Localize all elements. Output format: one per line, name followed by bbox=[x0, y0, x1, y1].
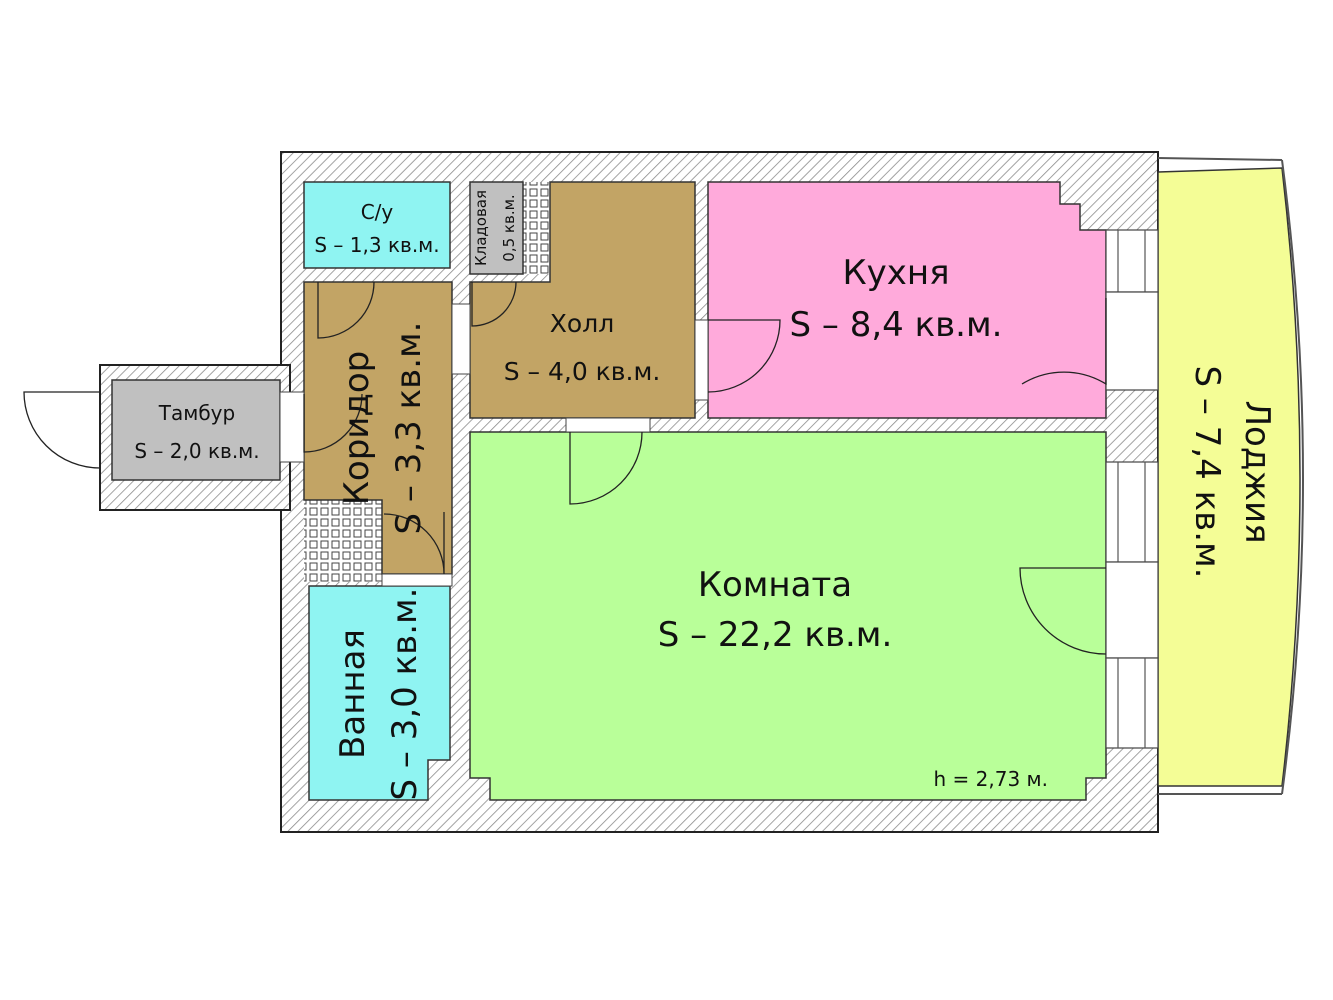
loggia-area-label: S – 7,4 кв.м. bbox=[1187, 366, 1227, 579]
loggia-area bbox=[1157, 167, 1301, 787]
kitchen-area bbox=[707, 181, 1107, 419]
kitchen-name: Кухня bbox=[842, 253, 949, 293]
storage-name: Кладовая bbox=[472, 190, 490, 266]
storage-tiles bbox=[523, 182, 550, 274]
bath-door bbox=[383, 512, 445, 575]
corridor-tiles bbox=[304, 500, 382, 582]
corridor-hall-opening bbox=[451, 303, 471, 375]
kitchen-loggia-door bbox=[1021, 298, 1107, 386]
room-window-top bbox=[1105, 461, 1159, 563]
toilet-name: С/у bbox=[361, 200, 394, 224]
corridor-area-label: S – 3,3 кв.м. bbox=[389, 322, 429, 535]
room-loggia-door bbox=[1019, 567, 1107, 655]
loggia-rail bbox=[1281, 159, 1304, 795]
toilet-area-label: S – 1,3 кв.м. bbox=[314, 233, 439, 257]
corridor-door-top bbox=[317, 281, 375, 339]
main-room-area-label: S – 22,2 кв.м. bbox=[658, 615, 893, 655]
kitchen-door bbox=[707, 319, 781, 393]
kitchen-area-label: S – 8,4 кв.м. bbox=[790, 305, 1003, 345]
vestibule-area-label: S – 2,0 кв.м. bbox=[134, 439, 259, 463]
corridor-door-mid bbox=[303, 393, 363, 453]
room-door bbox=[569, 431, 643, 505]
toilet-area bbox=[303, 181, 451, 269]
room-door-opening bbox=[1105, 561, 1159, 659]
hall-name: Холл bbox=[550, 309, 614, 338]
entrance-door bbox=[23, 391, 101, 469]
bath-opening bbox=[381, 573, 453, 587]
room-hall-opening bbox=[565, 417, 651, 433]
windows bbox=[279, 229, 1159, 749]
corridor-name: Коридор bbox=[337, 351, 377, 506]
vestibule-opening bbox=[279, 391, 305, 463]
bathroom-area-label: S – 3,0 кв.м. bbox=[385, 588, 425, 801]
ceiling-height: h = 2,73 м. bbox=[934, 767, 1048, 791]
main-room-name: Комната bbox=[698, 565, 852, 605]
loggia-name: Лоджия bbox=[1237, 400, 1277, 543]
vestibule-name: Тамбур bbox=[158, 401, 235, 425]
storage-door bbox=[471, 281, 517, 327]
rooms bbox=[111, 157, 1304, 801]
kitchen-door-opening bbox=[1105, 291, 1159, 391]
vestibule-area bbox=[111, 379, 281, 481]
loggia-top-rail bbox=[1157, 157, 1283, 161]
hall-area bbox=[469, 181, 696, 419]
storage-area bbox=[469, 181, 524, 275]
storage-area-label: 0,5 кв.м. bbox=[500, 194, 518, 261]
hall-area-label: S – 4,0 кв.м. bbox=[504, 357, 661, 386]
bathroom-name: Ванная bbox=[333, 629, 373, 759]
labels: С/у S – 1,3 кв.м. Кладовая 0,5 кв.м. Хол… bbox=[134, 190, 1277, 800]
kitchen-window bbox=[1105, 229, 1159, 293]
room-window-bottom bbox=[1105, 657, 1159, 749]
doors bbox=[23, 281, 1107, 655]
hall-kitchen-opening bbox=[694, 319, 709, 401]
